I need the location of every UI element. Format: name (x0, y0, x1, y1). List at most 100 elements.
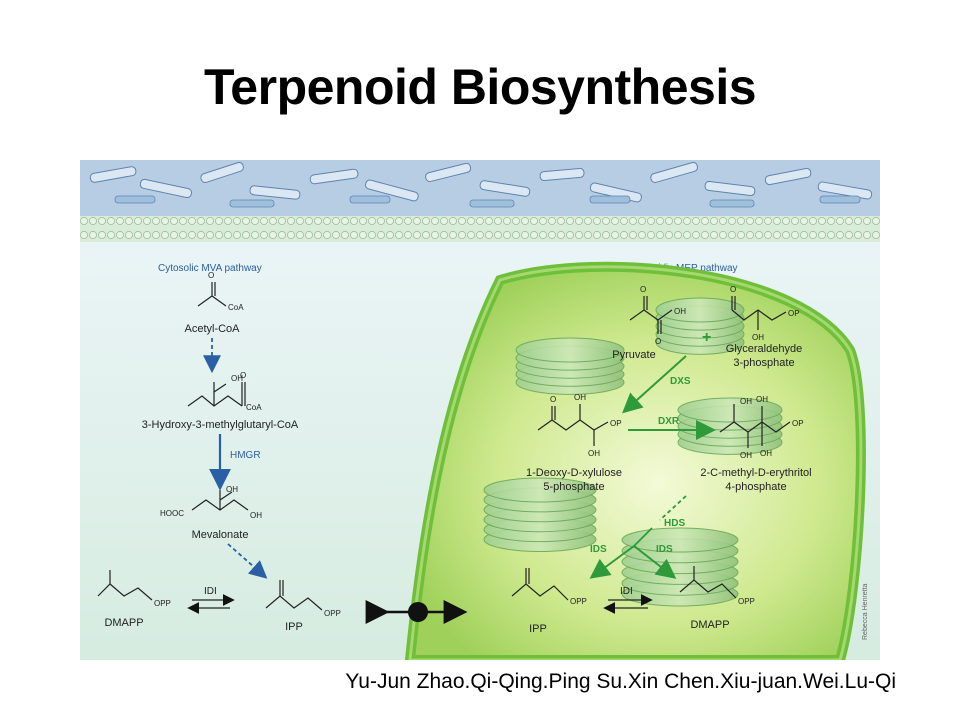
lipid-head (116, 231, 124, 239)
lipid-head (503, 217, 511, 225)
lipid-head (818, 231, 826, 239)
ipp-opp-label: OPP (324, 609, 341, 618)
pyruvate-oh-label: OH (674, 307, 686, 316)
ids-left-arrow (589, 545, 635, 579)
lipid-head (746, 217, 754, 225)
lipid-head (89, 217, 97, 225)
lipid-head (764, 231, 772, 239)
lipid-head (845, 217, 853, 225)
lipid-head (665, 231, 673, 239)
lipid-head (566, 231, 574, 239)
lipid-head (278, 217, 286, 225)
lipid-head (440, 231, 448, 239)
lipid-head (611, 217, 619, 225)
lipid-head (206, 231, 214, 239)
lipid-head (350, 231, 358, 239)
lipid-head (404, 217, 412, 225)
lipid-head (629, 217, 637, 225)
lipid-head (143, 217, 151, 225)
lipid-head (863, 217, 871, 225)
artist-credit: Rebecca Henretta (862, 583, 869, 640)
lipid-head (386, 231, 394, 239)
lipid-head (611, 231, 619, 239)
lipid-head (836, 231, 844, 239)
lipid-head (467, 217, 475, 225)
lipid-head (710, 217, 718, 225)
dxs-arrow (622, 355, 687, 414)
lipid-head (719, 231, 727, 239)
lipid-head (323, 217, 331, 225)
lipid-head (188, 231, 196, 239)
lipid-head (377, 217, 385, 225)
lipid-head (422, 217, 430, 225)
ids-right-label: IDS (656, 544, 673, 555)
lipid-head (512, 231, 520, 239)
hmgr-label: HMGR (230, 450, 261, 461)
lipid-head (467, 231, 475, 239)
g3p-label-line2: 3-phosphate (733, 357, 794, 369)
lipid-head (359, 231, 367, 239)
lipid-head (503, 231, 511, 239)
lipid-head (179, 217, 187, 225)
lipid-head (422, 231, 430, 239)
lipid-head (494, 231, 502, 239)
lipid-head (242, 217, 250, 225)
mep-dmapp-label: DMAPP (690, 619, 729, 631)
lipid-head (683, 231, 691, 239)
lipid-head (791, 217, 799, 225)
lipid-head (89, 231, 97, 239)
lipid-head (224, 231, 232, 239)
lipid-head (863, 231, 871, 239)
mep-oh4-label: OH (760, 449, 772, 458)
lipid-head (215, 231, 223, 239)
lipid-head (584, 217, 592, 225)
lipid-head (287, 217, 295, 225)
lipid-head (872, 217, 880, 225)
dxs-label: DXS (670, 376, 691, 387)
mva-idi-label: IDI (204, 586, 217, 597)
lipid-head (602, 217, 610, 225)
g3p-op-label: OP (788, 309, 800, 318)
lipid-head (800, 231, 808, 239)
lipid-head (647, 217, 655, 225)
lipid-head (80, 231, 88, 239)
lipid-head (818, 217, 826, 225)
lipid-head (602, 231, 610, 239)
lipid-head (305, 217, 313, 225)
slide-title: Terpenoid Biosynthesis (203, 59, 757, 115)
lipid-head (116, 217, 124, 225)
lipid-head (521, 217, 529, 225)
mevalonate-label: Mevalonate (192, 529, 249, 541)
lipid-head (188, 217, 196, 225)
lipid-head (539, 217, 547, 225)
hmg-o-label: O (240, 371, 246, 380)
g3p-label-line1: Glyceraldehyde (726, 343, 802, 355)
lipid-head (845, 231, 853, 239)
lipid-head (638, 231, 646, 239)
pyruvate-o-label: O (640, 285, 646, 294)
ids-left-label: IDS (590, 544, 607, 555)
lipid-head (674, 217, 682, 225)
lipid-head (458, 231, 466, 239)
lipid-head (692, 217, 700, 225)
lipid-head (134, 217, 142, 225)
lipid-head (692, 231, 700, 239)
author-credit: Yu-Jun Zhao.Qi-Qing.Ping Su.Xin Chen.Xiu… (345, 670, 896, 693)
lipid-head (377, 231, 385, 239)
lipid-head (782, 217, 790, 225)
lipid-head (278, 231, 286, 239)
lipid-head (107, 231, 115, 239)
mevalonate-oh-label: OH (226, 485, 238, 494)
lipid-head (233, 217, 241, 225)
mva-pathway (97, 282, 323, 611)
ids-right-arrow (633, 545, 677, 579)
lipid-head (773, 217, 781, 225)
lipid-head (449, 217, 457, 225)
lipid-head (449, 231, 457, 239)
mevalonate-hooc-label: HOOC (160, 509, 184, 518)
lipid-head (242, 231, 250, 239)
hds-arrow (633, 527, 653, 547)
lipid-head (746, 231, 754, 239)
mva-idi-equilibrium (187, 594, 235, 614)
lipid-head (350, 217, 358, 225)
